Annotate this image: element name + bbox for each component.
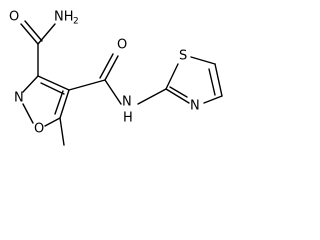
bond-c5t-c4t-a: [214, 63, 223, 97]
bond-c4-carbonyl: [68, 79, 106, 91]
bond-c2-s1: [165, 63, 179, 90]
bond-c3-n2: [22, 75, 39, 93]
bond-carbonyl-o-top-a: [20, 23, 39, 45]
bond-c4-c3-b: [40, 82, 65, 95]
atom-label-s-thiazole: S: [179, 49, 187, 64]
atom-label-nh2-subscript: 2: [73, 17, 79, 27]
atom-label-o-mid: O: [117, 38, 127, 53]
atom-label-n-ring: N: [14, 91, 24, 106]
molecule-canvas: O NH 2 N O O N H S N: [9, 10, 223, 146]
bond-carbonyl-nh2: [37, 23, 56, 45]
bond-carbonyl-nh: [104, 79, 122, 105]
bond-c5-c4-b: [54, 90, 64, 115]
bond-c4-c3-a: [37, 75, 70, 91]
bond-n2-o1: [22, 103, 34, 124]
bond-s1-c5t: [190, 56, 216, 65]
atom-label-nh2-top: NH: [54, 10, 74, 25]
chemical-structure-diagram: O NH 2 N O O N H S N: [9, 10, 223, 146]
atom-label-h-amide: H: [123, 111, 133, 126]
bond-carbonyl-o-mid-a: [104, 55, 119, 81]
atom-label-n-thiazole: N: [190, 99, 200, 114]
atom-label-o-top: O: [9, 10, 19, 25]
bond-carbonyl-o-top-b: [24, 20, 43, 42]
bond-o1-c5: [44, 117, 61, 127]
atom-label-o-ring: O: [34, 122, 44, 137]
bond-nh-thiazole-c2: [137, 88, 167, 105]
bond-n3-c2-b: [169, 86, 188, 98]
bond-c5-c4-a: [59, 89, 70, 119]
atom-label-n-amide: N: [122, 95, 132, 110]
bond-c4t-n3: [203, 95, 223, 104]
bond-c5t-c4t-b: [208, 68, 216, 96]
bond-carbonyl-o-mid-b: [99, 53, 114, 79]
bond-c5-methyl: [59, 117, 65, 146]
bond-n3-c2-a: [165, 88, 190, 104]
